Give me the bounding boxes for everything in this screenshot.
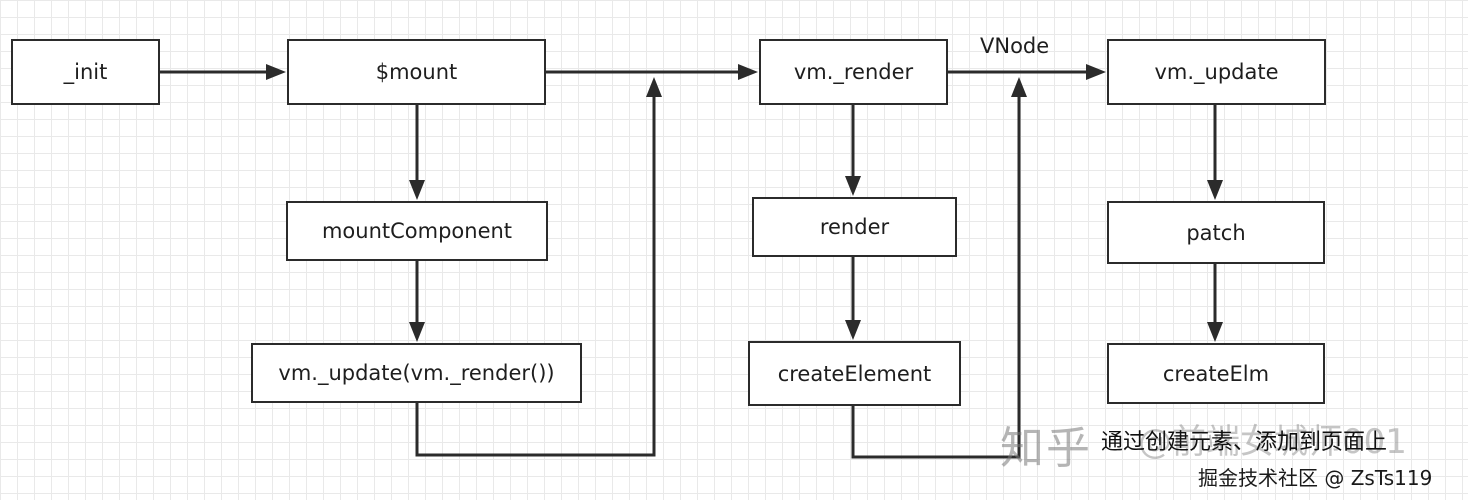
watermark-credit: 掘金技术社区 @ ZsTs119 <box>1198 466 1433 490</box>
arrowhead <box>266 64 286 80</box>
node-vm-render-label: vm._render <box>793 60 914 84</box>
node-create-element: createElement <box>748 341 961 406</box>
node-create-elm: createElm <box>1107 343 1325 404</box>
node-vm-update-call: vm._update(vm._render()) <box>251 343 582 403</box>
arrowhead <box>1207 322 1223 342</box>
node-vm-update-call-label: vm._update(vm._render()) <box>278 361 555 385</box>
node-create-element-label: createElement <box>777 361 932 386</box>
arrowhead <box>1086 64 1106 80</box>
arrowhead <box>646 77 662 97</box>
arrowhead <box>1011 77 1027 97</box>
arrowhead <box>845 176 861 196</box>
node-mount-component-label: mountComponent <box>321 219 513 243</box>
node-vm-update: vm._update <box>1107 39 1326 105</box>
node-vm-update-label: vm._update <box>1154 60 1279 84</box>
watermark-author: @前端女城师001 <box>1138 422 1407 462</box>
arrowhead <box>409 180 425 200</box>
node-init: _init <box>11 39 160 105</box>
edge-create-element-loop <box>851 95 1021 459</box>
node-mount-label: $mount <box>375 60 458 84</box>
arrowhead <box>409 322 425 342</box>
node-vm-render: vm._render <box>759 39 948 105</box>
edge-update-call-loop <box>415 95 656 457</box>
arrowhead <box>1207 180 1223 200</box>
node-create-elm-label: createElm <box>1162 361 1270 386</box>
node-render: render <box>752 197 957 257</box>
arrowhead <box>738 64 758 80</box>
node-mount-component: mountComponent <box>286 201 548 261</box>
node-patch: patch <box>1107 201 1325 264</box>
annotation-text: 通过创建元素、添加到页面上 <box>1101 430 1388 455</box>
watermark-brand: 知乎 <box>1000 423 1092 474</box>
node-init-label: _init <box>63 60 108 84</box>
arrowhead <box>845 320 861 340</box>
node-patch-label: patch <box>1186 220 1246 245</box>
node-mount: $mount <box>287 39 546 105</box>
node-render-label: render <box>819 215 890 239</box>
edge-label-vnode: VNode <box>980 34 1050 58</box>
